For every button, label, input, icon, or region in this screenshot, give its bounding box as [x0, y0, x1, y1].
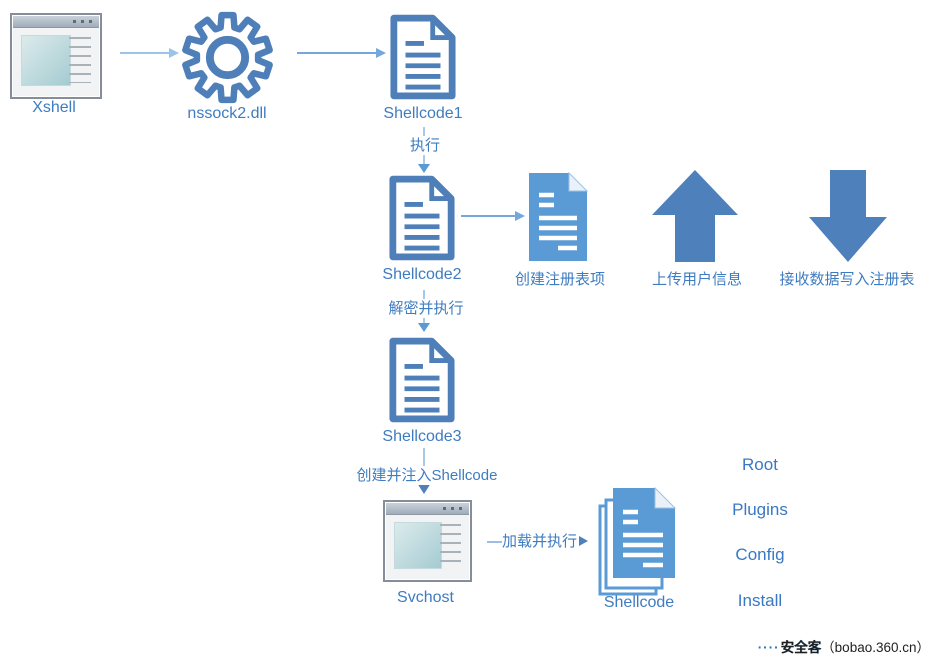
watermark-brand: 安全客	[780, 640, 822, 655]
upload-big-arrow-icon	[652, 170, 738, 262]
shellcode2-document-icon	[388, 174, 456, 262]
arrow-shellcode2-to-registry	[461, 211, 525, 221]
arrow-nssock-to-shellcode1	[297, 48, 386, 58]
edge-load-execute: —加载并执行	[487, 530, 589, 551]
shellcode1-label: Shellcode1	[383, 105, 463, 122]
module-item-plugins: Plugins	[732, 500, 788, 519]
gear-icon	[182, 11, 273, 104]
edge-execute-label: 执行	[392, 136, 458, 155]
shellcode-stack-label: Shellcode	[603, 594, 675, 611]
edge-load-label: —加载并执行	[487, 533, 578, 550]
shellcode-stack-icon	[598, 486, 677, 596]
connector-execute-arrowhead-icon	[418, 164, 430, 173]
registry-document-icon	[527, 171, 589, 263]
edge-load-arrowhead-icon	[579, 535, 589, 546]
window-content-pane	[394, 522, 442, 569]
window-titlebar	[386, 503, 469, 515]
module-item-config: Config	[735, 545, 785, 564]
watermark-dots-icon: ····	[757, 640, 780, 655]
receive-big-arrow-icon	[809, 170, 887, 262]
edge-decrypt-label: 解密并执行	[352, 299, 500, 318]
receive-label: 接收数据写入注册表	[779, 271, 915, 288]
xshell-window-icon	[10, 13, 102, 99]
window-buttons-icon	[443, 507, 464, 510]
module-item-root: Root	[742, 455, 778, 474]
connector-decrypt-arrowhead-icon	[418, 323, 430, 332]
arrow-xshell-to-nssock	[120, 48, 179, 58]
watermark: ····安全客（bobao.360.cn）	[758, 636, 930, 656]
watermark-site: （bobao.360.cn）	[821, 640, 930, 655]
registry-label: 创建注册表项	[514, 271, 605, 288]
svchost-window-icon	[383, 500, 472, 582]
svchost-label: Svchost	[397, 589, 454, 606]
window-text-lines	[69, 37, 91, 83]
edge-inject-label: 创建并注入Shellcode	[334, 466, 520, 485]
window-titlebar	[13, 16, 99, 28]
xshell-label: Xshell	[32, 99, 76, 116]
shellcode1-document-icon	[389, 13, 457, 101]
shellcode3-label: Shellcode3	[382, 428, 462, 445]
upload-label: 上传用户信息	[651, 271, 742, 288]
module-item-install: Install	[737, 591, 783, 610]
window-text-lines	[439, 524, 461, 566]
shellcode3-document-icon	[388, 336, 456, 424]
window-content-pane	[21, 35, 71, 86]
connector-inject-arrowhead-icon	[417, 483, 431, 494]
shellcode2-label: Shellcode2	[382, 266, 462, 283]
nssock-label: nssock2.dll	[187, 105, 267, 122]
window-buttons-icon	[73, 20, 94, 23]
